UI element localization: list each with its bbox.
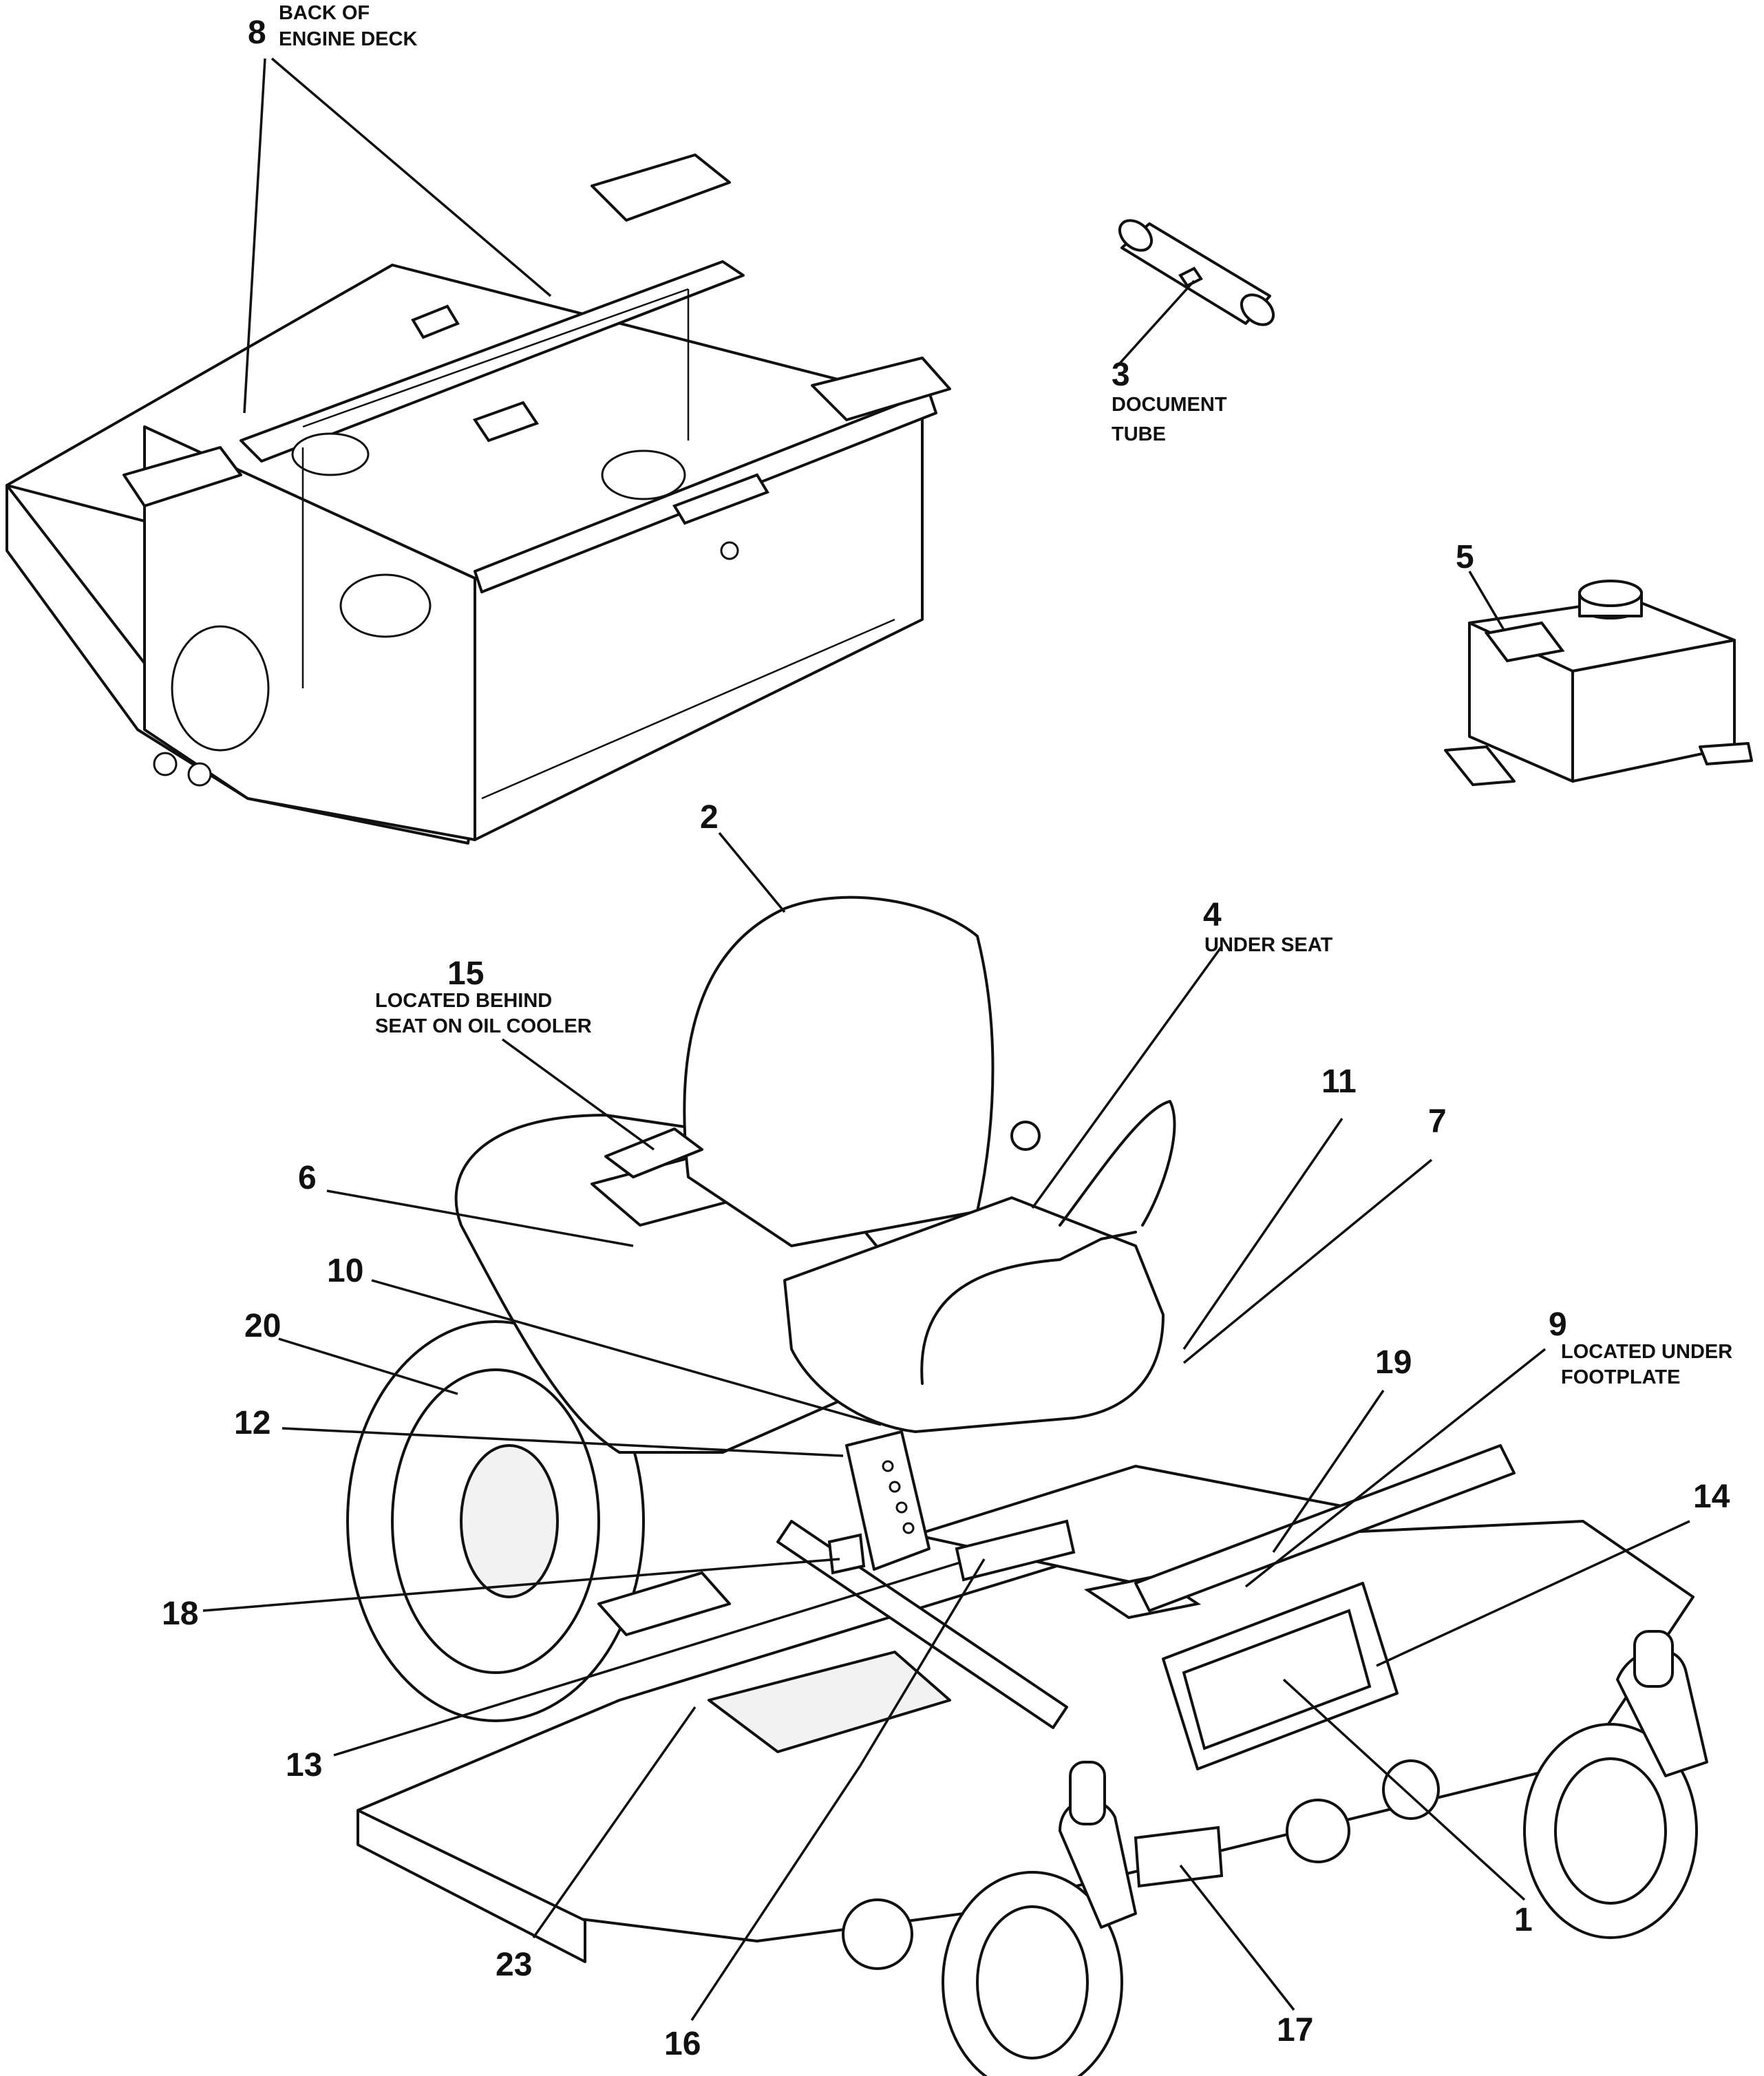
note-8-line2: ENGINE DECK [279,28,417,50]
note-9-line2: FOOTPLATE [1561,1366,1680,1388]
callout-23: 23 [496,1947,532,1983]
callout-9: 9 [1549,1306,1567,1343]
callout-20: 20 [244,1308,281,1344]
note-4: UNDER SEAT [1204,934,1333,956]
callout-17: 17 [1277,2012,1313,2048]
note-3-line1: DOCUMENT [1112,394,1227,416]
callout-10: 10 [327,1253,363,1289]
callout-18: 18 [162,1596,198,1632]
callout-14: 14 [1693,1479,1730,1515]
note-15-line1: LOCATED BEHIND [375,990,552,1012]
note-9-line1: LOCATED UNDER [1561,1341,1732,1363]
oil-reservoir [1444,580,1753,786]
callout-8: 8 [248,14,266,51]
document-tube [1118,219,1275,326]
callout-1: 1 [1514,1902,1533,1938]
callout-11: 11 [1321,1063,1357,1100]
callout-12: 12 [234,1405,270,1441]
callout-7: 7 [1428,1103,1447,1140]
note-3-line2: TUBE [1112,423,1166,445]
zero-turn-mower [346,896,1708,2076]
callout-19: 19 [1375,1344,1412,1381]
callout-15: 15 [447,955,484,992]
callout-6: 6 [298,1160,317,1196]
callout-labels: 8 BACK OF ENGINE DECK 3 DOCUMENT TUBE 5 … [162,2,1732,2062]
callout-5: 5 [1456,539,1474,575]
engine-deck-frame [6,153,951,845]
callout-13: 13 [286,1747,322,1783]
callout-16: 16 [664,2026,701,2062]
callout-3: 3 [1112,357,1130,393]
callout-4: 4 [1203,897,1222,933]
note-15-line2: SEAT ON OIL COOLER [375,1015,592,1037]
note-8-line1: BACK OF [279,2,370,24]
callout-2: 2 [700,799,719,836]
leader-lines [202,57,1690,2021]
